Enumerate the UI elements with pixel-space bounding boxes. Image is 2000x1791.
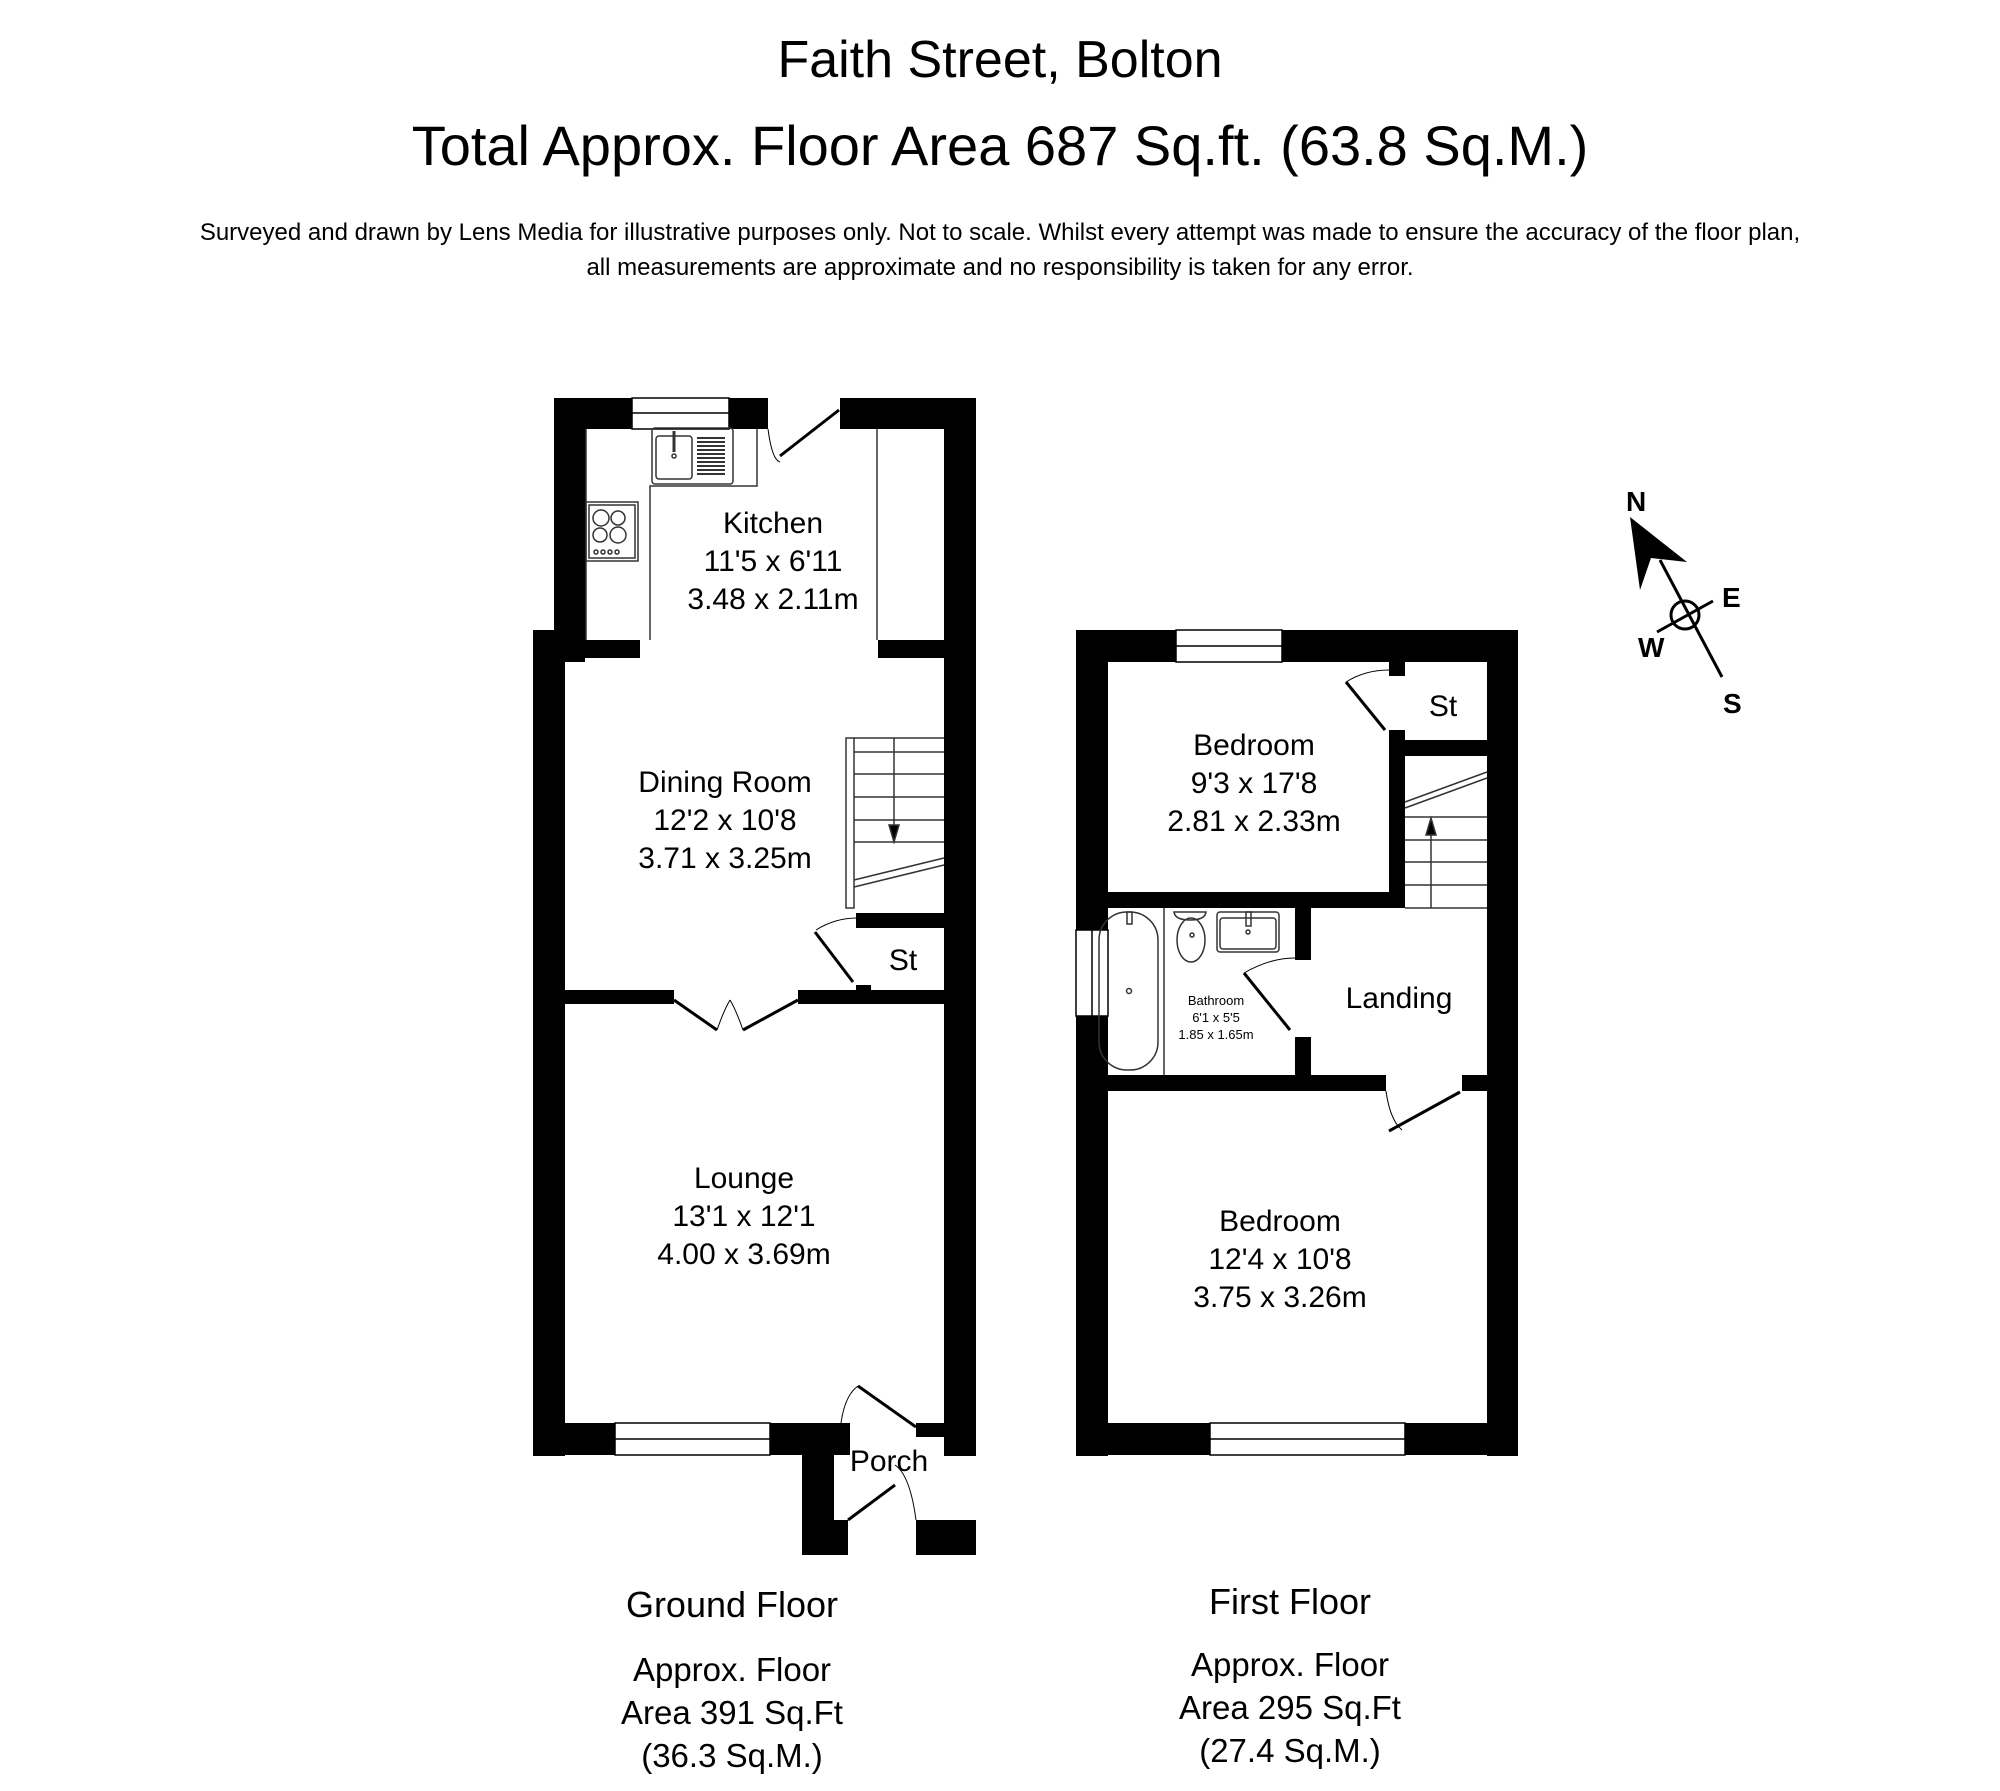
bathroom-door	[1242, 957, 1296, 1031]
room-name: Bedroom	[1219, 1205, 1341, 1238]
first-floor-stairs	[1404, 771, 1488, 909]
compass-west-label: W	[1638, 632, 1665, 663]
room-size-metric: 3.71 x 3.25m	[638, 842, 812, 875]
room-name: Dining Room	[638, 766, 812, 799]
room-landing: Landing	[1346, 980, 1453, 1018]
room-size-metric: 3.75 x 3.26m	[1193, 1281, 1367, 1314]
room-name: St	[1428, 690, 1458, 723]
room-size-imperial: 12'4 x 10'8	[1208, 1243, 1352, 1276]
room-size-imperial: 12'2 x 10'8	[653, 804, 797, 837]
ground-floor-windows	[614, 397, 771, 1456]
room-bedroom-rear: Bedroom 9'3 x 17'8 2.81 x 2.33m	[1167, 727, 1340, 841]
room-lounge: Lounge 13'1 x 12'1 4.00 x 3.69m	[657, 1160, 830, 1274]
room-name: Kitchen	[722, 507, 824, 540]
room-size-metric: 4.00 x 3.69m	[657, 1238, 831, 1271]
ground-floor-area: Approx. Floor Area 391 Sq.Ft (36.3 Sq.M.…	[621, 1648, 843, 1777]
bathroom-fixtures	[1098, 908, 1280, 1075]
room-kitchen: Kitchen 11'5 x 6'11 3.48 x 2.11m	[687, 505, 858, 619]
store-door	[813, 917, 858, 983]
ground-floor-walls	[533, 398, 976, 1555]
total-floor-area: Total Approx. Floor Area 687 Sq.ft. (63.…	[411, 114, 1589, 177]
first-floor-area: Approx. Floor Area 295 Sq.Ft (27.4 Sq.M.…	[1179, 1643, 1401, 1772]
compass-south-label: S	[1723, 688, 1742, 719]
first-floor-label: First Floor	[1209, 1581, 1371, 1622]
dining-lounge-double-doors	[673, 998, 799, 1032]
porch-doors	[840, 1384, 917, 1522]
disclaimer-line-2: all measurements are approximate and no …	[586, 254, 1414, 281]
room-name: Bathroom	[1187, 993, 1245, 1008]
first-floor-store-door	[1344, 669, 1390, 731]
area-line-2: Area 295 Sq.Ft	[1179, 1689, 1401, 1726]
area-line-2: Area 391 Sq.Ft	[621, 1694, 843, 1731]
area-line-1: Approx. Floor	[632, 1651, 832, 1688]
room-size-imperial: 13'1 x 12'1	[672, 1200, 816, 1233]
room-store: St	[889, 942, 917, 980]
plan-title: Faith Street, Bolton	[777, 31, 1223, 89]
room-name: Lounge	[693, 1162, 795, 1195]
room-porch: Porch	[850, 1443, 928, 1481]
first-floor-walls	[1076, 630, 1518, 1456]
room-dining: Dining Room 12'2 x 10'8 3.71 x 3.25m	[638, 764, 811, 878]
area-line-3: (27.4 Sq.M.)	[1199, 1732, 1381, 1769]
ground-floor-stairs	[845, 737, 945, 909]
room-size-imperial: 9'3 x 17'8	[1190, 767, 1318, 800]
room-bathroom: Bathroom 6'1 x 5'5 1.85 x 1.65m	[1178, 992, 1253, 1043]
room-name: Porch	[849, 1445, 929, 1478]
room-name: St	[888, 944, 918, 977]
kitchen-fittings	[585, 427, 878, 640]
room-name: Landing	[1345, 982, 1453, 1015]
area-line-1: Approx. Floor	[1190, 1646, 1390, 1683]
area-line-3: (36.3 Sq.M.)	[641, 1737, 823, 1774]
room-store-first: St	[1429, 688, 1457, 726]
disclaimer-line-1: Surveyed and drawn by Lens Media for ill…	[199, 219, 1801, 246]
compass-north-label: N	[1626, 486, 1647, 517]
front-bedroom-door	[1385, 1090, 1461, 1133]
room-size-metric: 3.48 x 2.11m	[687, 583, 859, 616]
room-size-metric: 2.81 x 2.33m	[1167, 805, 1341, 838]
first-floor-windows	[1075, 629, 1406, 1456]
room-size-imperial: 11'5 x 6'11	[703, 545, 843, 578]
room-size-imperial: 6'1 x 5'5	[1192, 1010, 1240, 1025]
ground-floor-label: Ground Floor	[625, 1584, 839, 1625]
room-name: Bedroom	[1193, 729, 1315, 762]
room-size-metric: 1.85 x 1.65m	[1178, 1027, 1254, 1042]
room-bedroom-front: Bedroom 12'4 x 10'8 3.75 x 3.26m	[1193, 1203, 1366, 1317]
compass-east-label: E	[1722, 582, 1741, 613]
kitchen-door	[767, 408, 840, 463]
compass-icon	[1630, 517, 1724, 678]
